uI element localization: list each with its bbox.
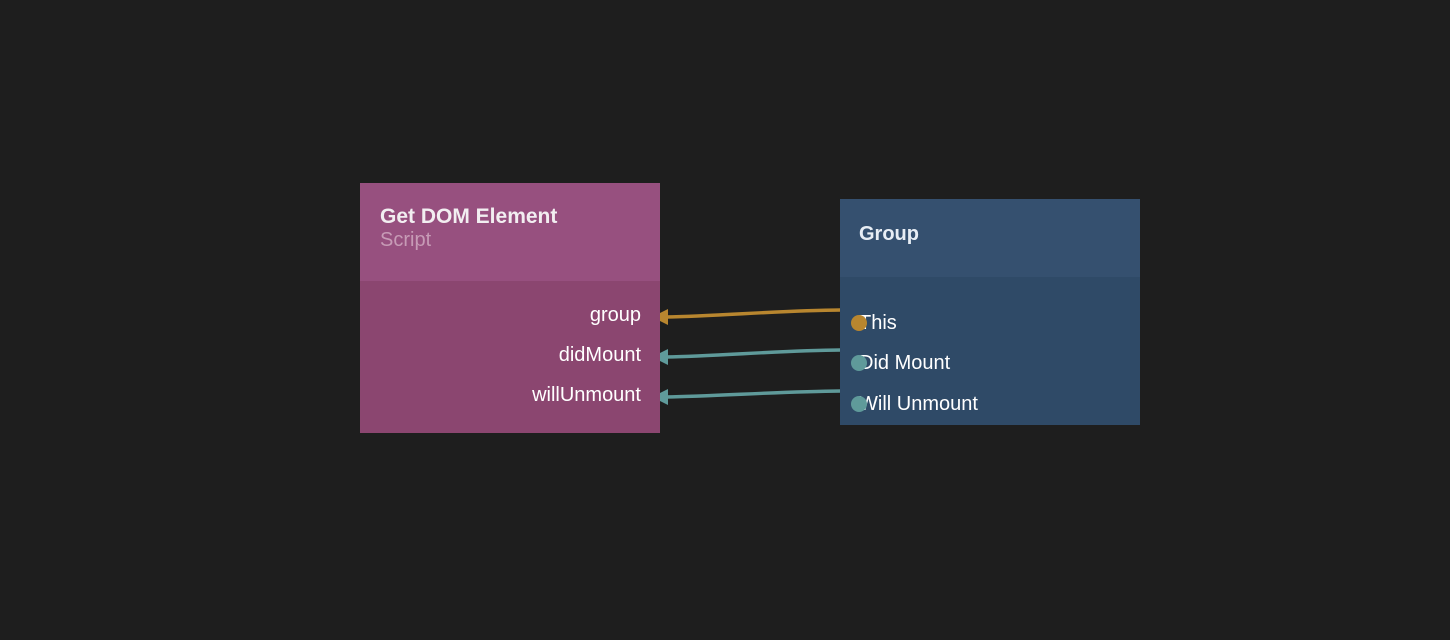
node-subtitle: Script <box>380 228 432 251</box>
connection-will-unmount[interactable] <box>652 389 843 405</box>
node-header-group[interactable]: Group <box>840 199 1140 277</box>
output-port-did-mount[interactable]: Did Mount <box>851 350 951 376</box>
output-port-label: This <box>859 312 897 334</box>
node-header-get-dom-element[interactable]: Get DOM Element Script <box>360 183 660 281</box>
output-port-label: Did Mount <box>859 352 951 374</box>
input-port-didmount[interactable]: didMount <box>559 342 641 368</box>
node-get-dom-element[interactable]: Get DOM Element Script group didMount wi… <box>360 183 660 433</box>
output-port-label: Will Unmount <box>859 393 978 415</box>
node-body-get-dom-element: group didMount willUnmount <box>360 281 660 433</box>
output-port-this[interactable]: This <box>851 310 897 336</box>
input-port-label: group <box>589 304 641 326</box>
input-port-label: willUnmount <box>532 384 641 406</box>
input-port-label: didMount <box>558 344 641 366</box>
input-port-group[interactable]: group <box>590 302 641 328</box>
port-dot-icon[interactable] <box>851 315 867 331</box>
connection-path <box>664 348 843 359</box>
output-port-will-unmount[interactable]: Will Unmount <box>851 391 978 417</box>
port-dot-icon[interactable] <box>851 396 867 412</box>
node-title: Group <box>859 223 919 245</box>
connection-this-to-group[interactable] <box>652 308 843 325</box>
node-body-group: This Did Mount Will Unmount <box>840 277 1140 425</box>
node-title: Get DOM Element <box>380 205 558 228</box>
connection-did-mount[interactable] <box>652 348 843 365</box>
input-port-willunmount[interactable]: willUnmount <box>532 382 641 408</box>
connection-path <box>664 308 843 319</box>
port-dot-icon[interactable] <box>851 355 867 371</box>
connection-path <box>664 389 843 399</box>
node-group[interactable]: Group This Did Mount Will Unmount <box>840 199 1140 425</box>
